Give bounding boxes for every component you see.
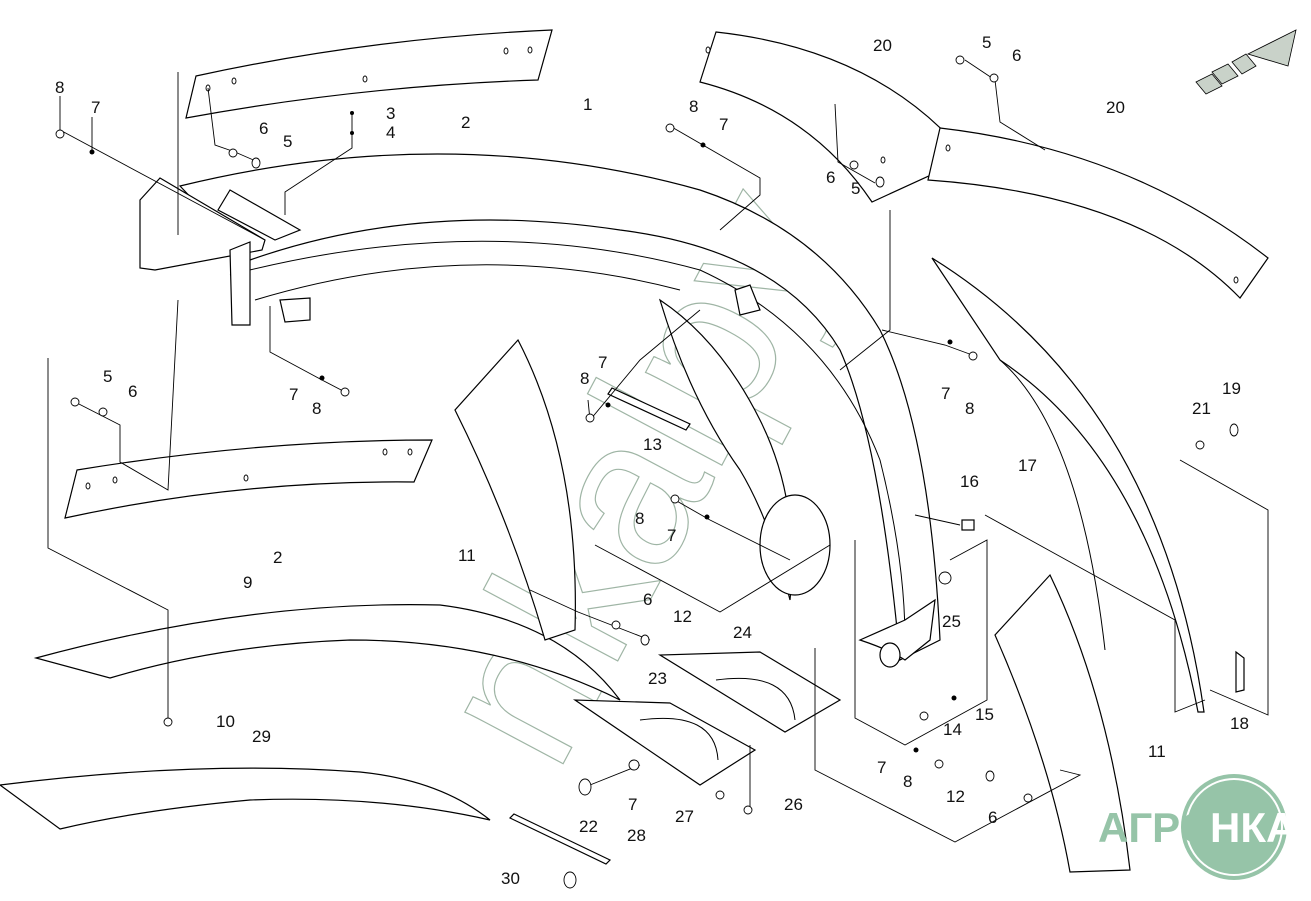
callout-7: 7 [91,98,100,117]
callout-8: 8 [965,399,974,418]
callout-7: 7 [289,385,298,404]
callout-14: 14 [943,720,962,739]
callout-6: 6 [643,590,652,609]
part-11-right-flap [994,573,1131,873]
callout-23: 23 [648,669,667,688]
callout-7: 7 [628,795,637,814]
callout-8: 8 [689,97,698,116]
callout-11: 11 [1148,742,1166,761]
callout-27: 27 [675,807,694,826]
part-24-plate [657,651,842,733]
callout-2: 2 [273,548,282,567]
part-20-right-segment [927,127,1269,299]
callout-18: 18 [1230,714,1249,733]
part-2-lower-strip [64,439,433,519]
callout-29: 29 [252,727,271,746]
callout-17: 17 [1018,456,1037,475]
callout-2: 2 [461,113,470,132]
part-29-bottom-strip [0,767,491,830]
logo-ring [1185,778,1283,876]
callout-16: 16 [960,472,979,491]
callout-8: 8 [312,399,321,418]
callout-30: 30 [501,869,520,888]
callout-24: 24 [733,623,752,642]
part-28-strip [508,813,612,865]
logo: АГРО НКА [1098,774,1296,880]
bracket-left [139,177,311,326]
logo-circle [1181,774,1287,880]
callout-10: 10 [216,712,235,731]
callout-7: 7 [598,353,607,372]
part-11-left-flap [454,338,576,641]
part-9-lower-strip [33,604,621,701]
callout-labels: 1 2 2 3 4 5 5 5 5 6 6 6 6 6 6 7 7 7 7 7 … [55,33,1249,888]
part-23-plate [572,699,757,786]
callout-12: 12 [673,607,692,626]
logo-text-right: НКА [1210,804,1296,851]
callout-6: 6 [988,808,997,827]
callout-4: 4 [386,123,395,142]
callout-12: 12 [946,787,965,806]
leader-lines [47,59,1269,843]
callout-3: 3 [386,104,395,123]
fasteners [55,55,1239,889]
callout-13: 13 [643,435,662,454]
callout-6: 6 [1012,46,1021,65]
callout-8: 8 [580,369,589,388]
callout-9: 9 [243,573,252,592]
part-2-top-strip [185,29,553,119]
callout-8: 8 [635,509,644,528]
callout-5: 5 [851,179,860,198]
callout-8: 8 [903,772,912,791]
callout-20: 20 [1106,98,1125,117]
callout-25: 25 [942,612,961,631]
callout-5: 5 [982,33,991,52]
callout-7: 7 [719,115,728,134]
callout-11: 11 [458,546,476,565]
callout-19: 19 [1222,379,1241,398]
callout-20: 20 [873,36,892,55]
callout-1: 1 [583,95,592,114]
part-17-fender-extension [931,257,1205,713]
forward-direction-arrow-icon [1195,29,1297,95]
callout-5: 5 [283,132,292,151]
part-18-tab [1235,650,1245,693]
callout-6: 6 [826,168,835,187]
callout-6: 6 [128,382,137,401]
callout-21: 21 [1192,399,1211,418]
callout-22: 22 [579,817,598,836]
callout-7: 7 [941,384,950,403]
callout-8: 8 [55,78,64,97]
part-13-rod [607,387,691,431]
callout-5: 5 [103,367,112,386]
callout-26: 26 [784,795,803,814]
callout-7: 7 [877,758,886,777]
callout-7: 7 [667,526,676,545]
logo-text-left: АГРО [1098,804,1212,851]
callout-6: 6 [259,119,268,138]
callout-15: 15 [975,705,994,724]
callout-28: 28 [627,826,646,845]
